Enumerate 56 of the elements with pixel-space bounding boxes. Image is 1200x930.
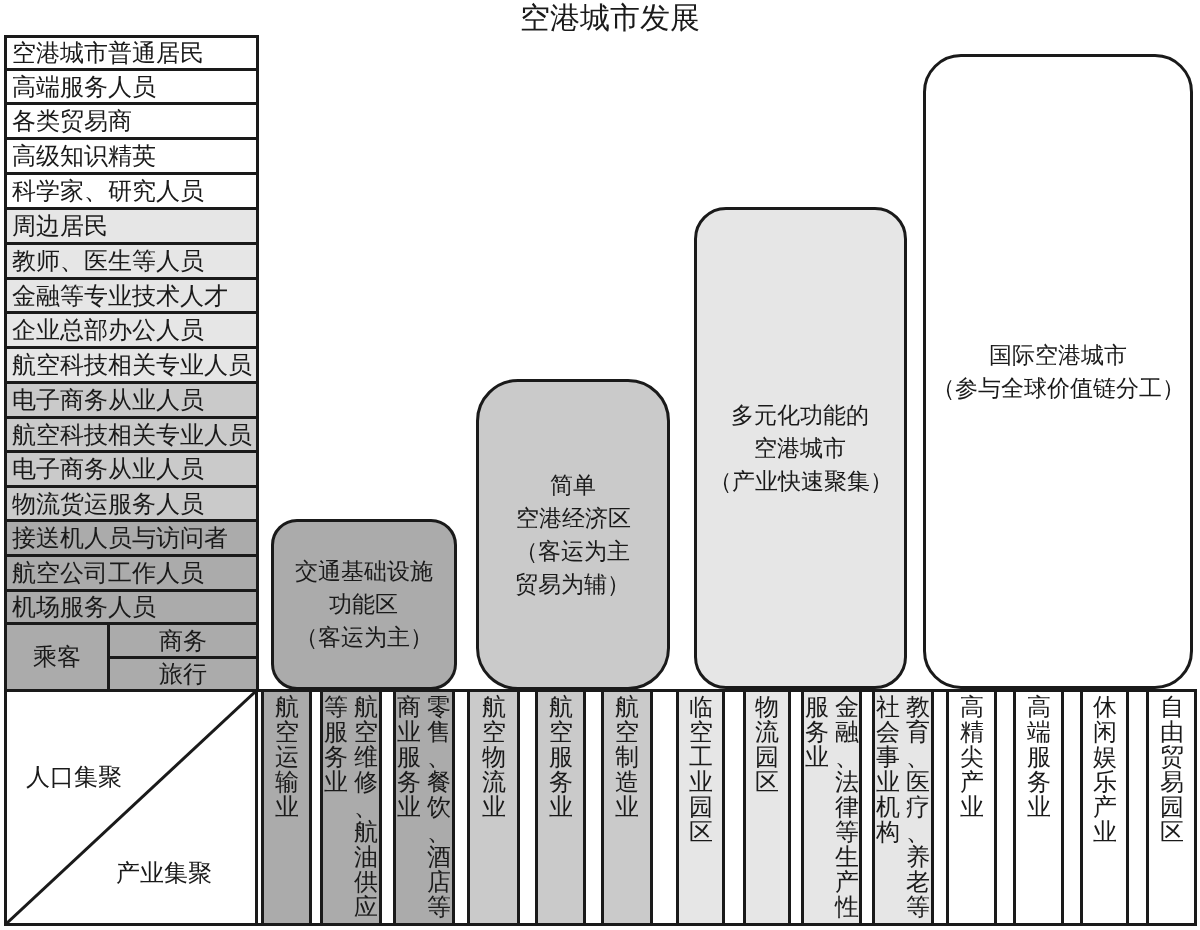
industry-label: 临空工业园区 xyxy=(688,695,713,845)
industry-label: 金融、法律等生产性服务业 xyxy=(804,695,859,920)
industry-label: 休闲娱乐产业 xyxy=(1092,695,1117,845)
industry-label: 航空运输业 xyxy=(274,695,299,820)
table-cell: 电子商务从业人员 xyxy=(4,381,259,419)
stage-note: （产业快速聚集） xyxy=(708,467,893,496)
industry-column xyxy=(601,689,653,926)
industry-label: 高精尖产业 xyxy=(959,695,984,820)
industry-label: 航空维修、航油供应等服务业 xyxy=(324,695,378,920)
industry-label: 教育、医疗、养老等社会事业机构 xyxy=(876,695,930,920)
stage-box xyxy=(271,519,457,690)
stage-note: （参与全球价值链分工） xyxy=(931,374,1185,403)
stage-title: 国际空港城市 xyxy=(989,341,1127,370)
stage-title: 简单空港经济区 xyxy=(515,471,631,533)
table-cell: 航空公司工作人员 xyxy=(4,554,259,592)
table-cell: 周边居民 xyxy=(4,207,259,245)
industry-column xyxy=(676,689,725,926)
industry-label: 航空服务业 xyxy=(548,695,573,820)
industry-column xyxy=(872,689,934,926)
industry-column xyxy=(535,689,586,926)
stage-title: 多元化功能的空港城市 xyxy=(730,401,871,463)
table-cell: 空港城市普通居民 xyxy=(4,35,259,71)
industry-column xyxy=(1013,689,1064,926)
header-label: 产业集聚 xyxy=(116,861,212,885)
industry-column xyxy=(393,689,455,926)
header-label: 人口集聚 xyxy=(26,765,122,789)
industry-label: 零售、餐饮、酒店等商业服务业 xyxy=(397,695,451,920)
industry-column xyxy=(467,689,520,926)
industry-column xyxy=(261,689,312,926)
table-cell: 各类贸易商 xyxy=(4,102,259,140)
table-cell: 企业总部办公人员 xyxy=(4,311,259,349)
industry-column xyxy=(320,689,382,926)
stage-note: （客运为主） xyxy=(295,624,433,652)
stage-box xyxy=(476,379,670,690)
industry-column xyxy=(1080,689,1129,926)
industry-label: 高端服务业 xyxy=(1026,695,1051,820)
industry-label: 自由贸易园区 xyxy=(1159,695,1184,845)
table-cell: 教师、医生等人员 xyxy=(4,242,259,280)
stage-note: （客运为主贸易为辅） xyxy=(514,537,632,599)
industry-column xyxy=(743,689,791,926)
table-cell: 机场服务人员 xyxy=(4,589,259,625)
diagram-title: 空港城市发展 xyxy=(520,2,700,34)
table-cell: 旅行 xyxy=(107,656,259,692)
table-cell: 高级知识精英 xyxy=(4,137,259,175)
stage-title: 交通基础设施功能区 xyxy=(294,558,434,619)
table-cell: 科学家、研究人员 xyxy=(4,172,259,210)
table-cell: 电子商务从业人员 xyxy=(4,450,259,488)
industry-label: 航空物流业 xyxy=(481,695,506,820)
table-cell: 航空科技相关专业人员 xyxy=(4,346,259,384)
table-cell: 接送机人员与访问者 xyxy=(4,519,259,557)
industry-column xyxy=(946,689,997,926)
industry-label: 航空制造业 xyxy=(615,695,639,820)
industry-label: 物流园区 xyxy=(755,695,779,795)
stage-box xyxy=(694,207,907,689)
stage-box xyxy=(923,54,1193,689)
table-cell: 乘客 xyxy=(4,622,110,692)
